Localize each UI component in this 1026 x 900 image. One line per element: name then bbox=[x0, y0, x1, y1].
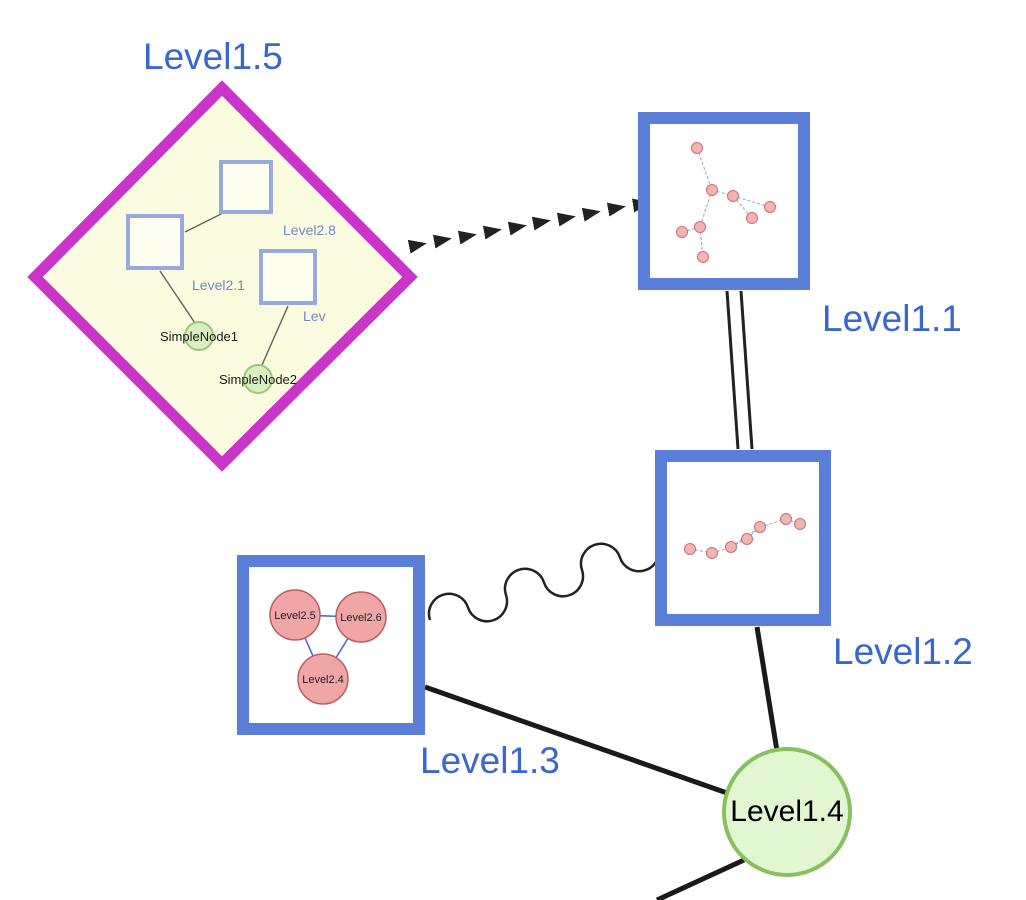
group-node-level1-2[interactable] bbox=[655, 450, 831, 626]
inner-square-level2-1[interactable] bbox=[126, 214, 184, 270]
group-node-level1-3[interactable]: Level2.5 Level2.6 Level2.4 bbox=[237, 555, 425, 735]
mini-graph-node bbox=[725, 541, 737, 553]
edge-level1-4-out[interactable] bbox=[655, 857, 746, 900]
child-node-level2-6[interactable] bbox=[335, 591, 387, 643]
level1-2-thumbnail bbox=[684, 513, 806, 559]
child-node-label-level2-4: Level2.4 bbox=[302, 674, 344, 686]
mini-graph-node bbox=[697, 251, 709, 263]
child-node-level2-4[interactable] bbox=[297, 653, 349, 705]
edge-level1-3-to-level1-4[interactable] bbox=[424, 684, 728, 796]
simple-node-1[interactable] bbox=[184, 321, 214, 351]
group-node-level1-1[interactable] bbox=[638, 112, 810, 290]
node-label-level1-1: Level1.1 bbox=[822, 298, 962, 339]
child-node-label-level2-5: Level2.5 bbox=[274, 610, 316, 622]
edge-level1-5-to-level1-1[interactable] bbox=[407, 198, 651, 254]
simple-node-1-label: SimpleNode1 bbox=[159, 329, 239, 344]
inner-square-lev[interactable] bbox=[259, 249, 317, 305]
mini-graph-node bbox=[706, 184, 718, 196]
simple-node-2-label: SimpleNode2 bbox=[218, 372, 298, 387]
mini-graph-node bbox=[746, 212, 758, 224]
inner-square-label-level2-8: Level2.8 bbox=[283, 222, 336, 238]
mini-graph-node bbox=[727, 190, 739, 202]
diamond-inner-edge-1[interactable] bbox=[184, 210, 228, 233]
mini-graph-node bbox=[741, 533, 753, 545]
edge-level1-1-to-level1-2[interactable] bbox=[725, 290, 754, 450]
mini-graph-node bbox=[684, 543, 696, 555]
diamond-inner-edge-2[interactable] bbox=[159, 270, 196, 324]
inner-square-label-level2-1: Level2.1 bbox=[192, 277, 245, 293]
mini-graph-node bbox=[780, 513, 792, 525]
mini-graph-node bbox=[676, 226, 688, 238]
level1-1-thumbnail bbox=[676, 142, 776, 263]
diamond-inner-edge-3[interactable] bbox=[261, 305, 289, 366]
child-node-level2-5[interactable] bbox=[269, 589, 321, 641]
mini-graph-node bbox=[691, 142, 703, 154]
circle-node-level1-4-label: Level1.4 bbox=[730, 795, 844, 828]
diamond-node-level1-5[interactable] bbox=[27, 80, 418, 472]
level1-3-thumbnail: Level2.5 Level2.6 Level2.4 bbox=[269, 589, 387, 705]
edge-level1-3-to-level1-2[interactable] bbox=[427, 542, 661, 623]
node-label-level1-5: Level1.5 bbox=[143, 36, 283, 77]
mini-graph-node bbox=[694, 221, 706, 233]
inner-square-level2-8[interactable] bbox=[219, 160, 273, 214]
mini-graph-node bbox=[794, 518, 806, 530]
mini-graph-node bbox=[754, 521, 766, 533]
mini-graph-node bbox=[706, 547, 718, 559]
edge-level1-2-to-level1-4[interactable] bbox=[754, 626, 780, 752]
mini-graph-node bbox=[764, 201, 776, 213]
node-label-level1-2: Level1.2 bbox=[833, 631, 973, 672]
inner-square-label-lev: Lev bbox=[303, 308, 326, 324]
circle-node-level1-4[interactable]: Level1.4 bbox=[722, 747, 852, 877]
child-node-label-level2-6: Level2.6 bbox=[340, 612, 382, 624]
node-label-level1-3: Level1.3 bbox=[420, 740, 560, 781]
simple-node-2[interactable] bbox=[243, 364, 273, 394]
